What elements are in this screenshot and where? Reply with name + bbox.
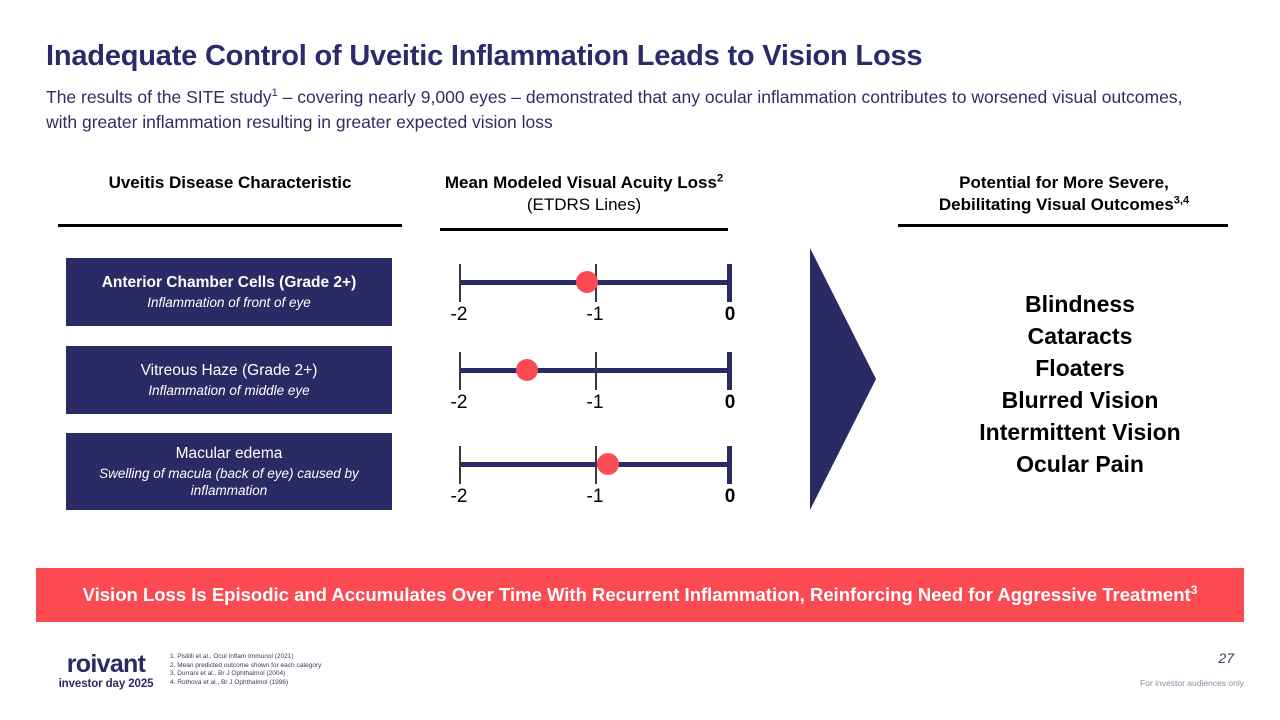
- characteristic-title: Macular edema: [175, 445, 283, 462]
- column-rule-acuity: [440, 228, 728, 231]
- outcomes-heading-line1: Potential for More Severe,: [959, 173, 1169, 192]
- acuity-heading-line1: Mean Modeled Visual Acuity Loss: [444, 173, 717, 192]
- axis-label-minus2: -2: [450, 392, 468, 413]
- subtitle-footnote-marker: 1: [271, 87, 278, 100]
- audience-disclaimer: For investor audiences only: [1140, 678, 1244, 688]
- right-arrow-icon: [810, 248, 876, 510]
- footnotes-block: 1. Pistilli et al., Ocul Inflam Immunol …: [170, 653, 321, 687]
- axis-label-zero: 0: [724, 392, 736, 413]
- characteristic-subtitle: Swelling of macula (back of eye) caused …: [99, 466, 359, 498]
- axis-label-minus2: -2: [450, 304, 468, 325]
- list-item: Blurred Vision: [1001, 387, 1159, 413]
- characteristic-title: Vitreous Haze (Grade 2+): [140, 362, 318, 379]
- list-item: Intermittent Vision: [979, 419, 1181, 445]
- axis-label-zero: 0: [724, 304, 736, 325]
- acuity-footnote-marker: 2: [716, 172, 724, 185]
- characteristic-title: Anterior Chamber Cells (Grade 2+): [101, 274, 357, 291]
- list-item: Ocular Pain: [1016, 451, 1144, 477]
- list-item: Cataracts: [1027, 323, 1133, 349]
- axis-tick-zero: [727, 446, 732, 484]
- column-header-characteristic: Uveitis Disease Characteristic: [108, 173, 352, 192]
- outcomes-heading-line2: Debilitating Visual Outcomes: [938, 195, 1174, 214]
- column-header-outcomes: Potential for More Severe, Debilitating …: [880, 172, 1248, 216]
- axis-label-zero: 0: [724, 486, 736, 507]
- footnote-item: 2. Mean predicted outcome shown for each…: [170, 661, 322, 669]
- logo-tagline: investor day 2025: [58, 678, 154, 690]
- characteristic-subtitle: Inflammation of middle eye: [148, 383, 310, 398]
- outcomes-footnote-marker: 3,4: [1173, 194, 1190, 207]
- axis-label-minus1: -1: [586, 304, 604, 325]
- characteristic-box: Vitreous Haze (Grade 2+) Inflammation of…: [66, 346, 392, 414]
- axis-label-minus1: -1: [586, 486, 604, 507]
- axis-tick-minus1: [595, 352, 597, 390]
- acuity-scale: -2 -1 0: [432, 346, 752, 422]
- data-point-marker: [596, 453, 619, 475]
- footnote-item: 1. Pistilli et al., Ocul Inflam Immunol …: [170, 653, 294, 660]
- page-number: 27: [1218, 650, 1234, 666]
- footnote-item: 3. Durrani et al., Br J Ophthalmol (2004…: [170, 670, 286, 678]
- acuity-scale: -2 -1 0: [432, 440, 752, 516]
- list-item: Blindness: [1025, 291, 1135, 317]
- axis-tick-minus1: [595, 446, 597, 484]
- axis-label-minus2: -2: [450, 486, 468, 507]
- column-header-acuity: Mean Modeled Visual Acuity Loss2 (ETDRS …: [424, 172, 744, 216]
- page-title: Inadequate Control of Uveitic Inflammati…: [46, 40, 923, 72]
- axis-tick-minus2: [459, 352, 461, 390]
- banner-footnote-marker: 3: [1190, 582, 1198, 597]
- outcomes-list: Blindness Cataracts Floaters Blurred Vis…: [900, 288, 1260, 480]
- list-item: Floaters: [1035, 355, 1125, 381]
- acuity-scale: -2 -1 0: [432, 258, 752, 334]
- characteristic-subtitle: Inflammation of front of eye: [147, 295, 311, 310]
- roivant-logo: roivant investor day 2025: [46, 652, 166, 691]
- axis-tick-zero: [727, 352, 732, 390]
- characteristic-box: Anterior Chamber Cells (Grade 2+) Inflam…: [66, 258, 392, 326]
- column-rule-outcomes: [898, 224, 1228, 227]
- logo-wordmark: roivant: [66, 650, 146, 678]
- subtitle-rest: – covering nearly 9,000 eyes – demonstra…: [46, 87, 1183, 132]
- key-takeaway-banner: Vision Loss Is Episodic and Accumulates …: [36, 568, 1244, 622]
- footnote-item: 4. Rothova et al., Br J Ophthalmol (1996…: [170, 678, 289, 686]
- axis-tick-minus2: [459, 264, 461, 302]
- axis-tick-minus2: [459, 446, 461, 484]
- axis-label-minus1: -1: [586, 392, 604, 413]
- characteristic-box: Macular edema Swelling of macula (back o…: [66, 433, 392, 510]
- subtitle-prefix: The results of the SITE study: [46, 87, 272, 107]
- data-point-marker: [515, 359, 538, 381]
- column-rule-characteristic: [58, 224, 402, 227]
- axis-tick-zero: [727, 264, 732, 302]
- acuity-heading-line2: (ETDRS Lines): [526, 195, 642, 214]
- banner-text: Vision Loss Is Episodic and Accumulates …: [82, 584, 1191, 605]
- data-point-marker: [576, 271, 599, 293]
- page-subtitle: The results of the SITE study1 – coverin…: [46, 85, 1196, 135]
